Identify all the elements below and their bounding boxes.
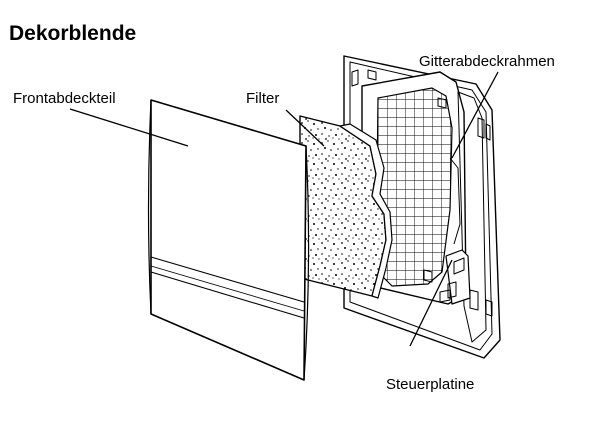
label-grid-cover-frame: Gitterabdeckrahmen bbox=[419, 53, 555, 70]
leader-gitter bbox=[451, 71, 499, 159]
leader-lines bbox=[69, 71, 499, 347]
diagram-title: Dekorblende bbox=[9, 22, 137, 45]
label-front-cover: Frontabdeckteil bbox=[13, 90, 116, 107]
leader-steuer bbox=[409, 259, 453, 347]
leader-front bbox=[69, 108, 189, 147]
leader-filter bbox=[285, 109, 325, 147]
label-filter: Filter bbox=[246, 90, 280, 107]
front-cover-panel bbox=[147, 99, 310, 381]
label-control-board: Steuerplatine bbox=[386, 376, 475, 393]
grid-cover-frame bbox=[343, 55, 501, 359]
filter-pad bbox=[299, 115, 393, 299]
